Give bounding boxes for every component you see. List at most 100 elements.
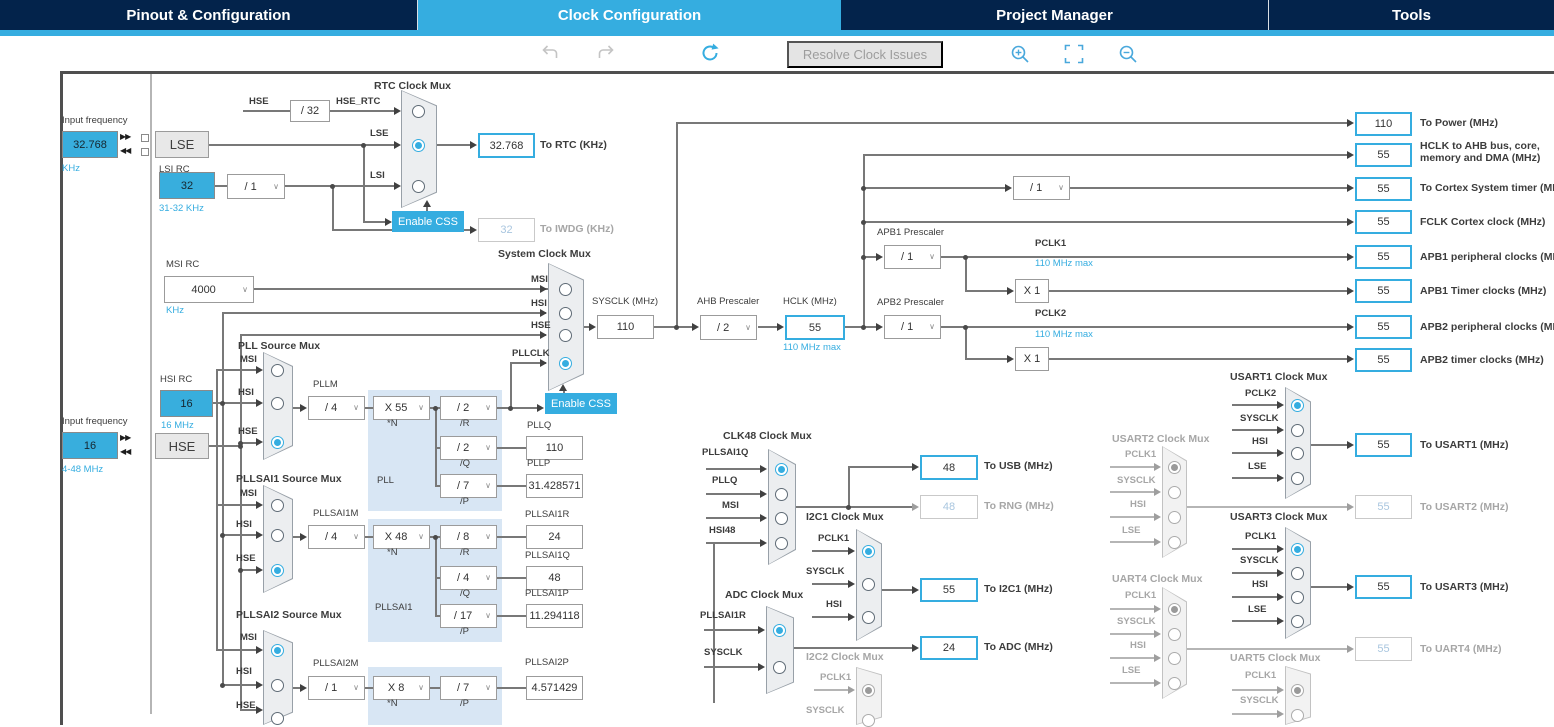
hclk-value[interactable]: 55 bbox=[785, 315, 845, 340]
usart1-clock-mux-option-3[interactable] bbox=[1291, 471, 1304, 485]
fit-screen-icon[interactable] bbox=[1064, 44, 1084, 64]
pllsai1-source-mux-option-2[interactable] bbox=[271, 563, 284, 577]
apb2-periph-value[interactable]: 55 bbox=[1355, 315, 1412, 339]
system-clock-mux-option-0[interactable] bbox=[559, 282, 572, 296]
pllsai1-source-mux-option-0[interactable] bbox=[271, 498, 284, 512]
to-rtc-value[interactable]: 32.768 bbox=[478, 133, 535, 158]
system-clock-mux-option-2[interactable] bbox=[559, 328, 572, 342]
usart3-clock-mux-option-0[interactable] bbox=[1291, 542, 1304, 556]
arrowhead-icon bbox=[1347, 355, 1354, 363]
pllsai2m-dropdown[interactable]: / 1∨ bbox=[308, 676, 365, 700]
plln-dropdown[interactable]: X 55∨ bbox=[373, 396, 430, 420]
pllr-dropdown[interactable]: / 2∨ bbox=[440, 396, 497, 420]
pllsai1r-dropdown[interactable]: / 8∨ bbox=[440, 525, 497, 549]
clk48-clock-mux-option-3[interactable] bbox=[775, 536, 788, 550]
adc-clock-mux-option-0[interactable] bbox=[773, 623, 786, 637]
pllm-dropdown[interactable]: / 4∨ bbox=[308, 396, 365, 420]
system-clock-mux-option-3[interactable] bbox=[559, 356, 572, 370]
refresh-icon[interactable] bbox=[699, 42, 721, 64]
ahb-prescaler-dropdown[interactable]: / 2∨ bbox=[700, 315, 757, 340]
apb1-timer-value[interactable]: 55 bbox=[1355, 279, 1412, 303]
pllsai2p-dropdown[interactable]: / 7∨ bbox=[440, 676, 497, 700]
system-clock-mux-option-1[interactable] bbox=[559, 306, 572, 320]
to-adc-value[interactable]: 24 bbox=[920, 636, 978, 660]
zoom-out-icon[interactable] bbox=[1118, 44, 1138, 64]
to-power-value[interactable]: 110 bbox=[1355, 112, 1412, 136]
arrowhead-icon bbox=[300, 533, 307, 541]
hsi-rc-value[interactable]: 16 bbox=[160, 390, 213, 417]
pllq-dropdown[interactable]: / 2∨ bbox=[440, 436, 497, 460]
cortex-timer-value[interactable]: 55 bbox=[1355, 177, 1412, 201]
usart3-clock-mux-option-3[interactable] bbox=[1291, 614, 1304, 628]
usart1-clock-mux-option-2[interactable] bbox=[1291, 446, 1304, 460]
tab-tools[interactable]: Tools bbox=[1269, 0, 1554, 30]
chevron-down-icon: ∨ bbox=[485, 683, 491, 692]
label-apb2-prescaler: APB2 Prescaler bbox=[877, 297, 945, 308]
pllsai2-source-mux-option-2[interactable] bbox=[271, 711, 284, 725]
pllsai1-source-mux-option-1[interactable] bbox=[271, 528, 284, 542]
arrowhead-icon bbox=[1347, 218, 1354, 226]
undo-icon[interactable] bbox=[540, 44, 560, 62]
pllsai2-source-mux-option-1[interactable] bbox=[271, 678, 284, 692]
usart1-clock-mux-option-0[interactable] bbox=[1291, 398, 1304, 412]
junction-dot bbox=[219, 532, 225, 538]
clk48-clock-mux-option-1[interactable] bbox=[775, 487, 788, 501]
rtc-clock-mux-option-1[interactable] bbox=[412, 138, 425, 152]
tab-project-manager[interactable]: Project Manager bbox=[841, 0, 1269, 30]
enable-css-rtc-button[interactable]: Enable CSS bbox=[392, 211, 464, 232]
pllsai1p-dropdown-value: / 17 bbox=[453, 610, 473, 622]
redo-icon[interactable] bbox=[596, 44, 616, 62]
to-usb-value[interactable]: 48 bbox=[920, 455, 978, 480]
pllsai2-source-mux-option-0[interactable] bbox=[271, 643, 284, 657]
lsi-rc-value[interactable]: 32 bbox=[159, 172, 215, 199]
hse-input-freq[interactable]: 16 bbox=[62, 432, 118, 459]
i2c1-clock-mux-option-0[interactable] bbox=[862, 544, 875, 558]
label-110-mhz-max: 110 MHz max bbox=[1035, 258, 1093, 269]
resolve-clock-issues-button[interactable]: Resolve Clock Issues bbox=[787, 41, 943, 68]
apb2-prescaler-dropdown[interactable]: / 1∨ bbox=[884, 315, 941, 339]
cortex-timer-prescaler-dropdown[interactable]: / 1∨ bbox=[1013, 176, 1070, 200]
pllsai1p-dropdown[interactable]: / 17∨ bbox=[440, 604, 497, 628]
pll-source-mux-option-2[interactable] bbox=[271, 435, 284, 449]
i2c1-clock-mux-option-2[interactable] bbox=[862, 610, 875, 624]
clk48-clock-mux-option-2[interactable] bbox=[775, 511, 788, 525]
rtc-clock-mux-option-0[interactable] bbox=[412, 104, 425, 118]
pll-source-mux-option-1[interactable] bbox=[271, 396, 284, 410]
lsi-prescaler-dropdown[interactable]: / 1∨ bbox=[227, 174, 285, 199]
usart3-clock-mux-option-2[interactable] bbox=[1291, 590, 1304, 604]
apb1-prescaler-dropdown[interactable]: / 1∨ bbox=[884, 245, 941, 269]
pllsai1n-dropdown[interactable]: X 48∨ bbox=[373, 525, 430, 549]
wire bbox=[965, 290, 1008, 292]
apb1-periph-value[interactable]: 55 bbox=[1355, 245, 1412, 269]
tab-pinout-configuration[interactable]: Pinout & Configuration bbox=[0, 0, 418, 30]
rtc-clock-mux-option-2[interactable] bbox=[412, 179, 425, 193]
to-usart3-value[interactable]: 55 bbox=[1355, 575, 1412, 599]
zoom-in-icon[interactable] bbox=[1010, 44, 1030, 64]
pllp-dropdown[interactable]: / 7∨ bbox=[440, 474, 497, 498]
adc-clock-mux-option-1[interactable] bbox=[773, 660, 786, 674]
to-usart1-value[interactable]: 55 bbox=[1355, 433, 1412, 457]
wire bbox=[1232, 596, 1278, 598]
apb2-timer-value[interactable]: 55 bbox=[1355, 348, 1412, 372]
lse-input-freq[interactable]: 32.768 bbox=[62, 131, 118, 158]
msi-rc-range-dropdown[interactable]: 4000∨ bbox=[164, 276, 254, 303]
tab-clock-configuration[interactable]: Clock Configuration bbox=[418, 0, 841, 30]
connector-handle bbox=[141, 148, 149, 156]
wire bbox=[812, 550, 850, 552]
wire bbox=[254, 288, 548, 290]
clk48-clock-mux-option-0[interactable] bbox=[775, 462, 788, 476]
enable-css-sys-button[interactable]: Enable CSS bbox=[545, 393, 617, 414]
i2c1-clock-mux-option-1[interactable] bbox=[862, 577, 875, 591]
fclk-value[interactable]: 55 bbox=[1355, 210, 1412, 234]
hclk-ahb-value[interactable]: 55 bbox=[1355, 143, 1412, 167]
wire bbox=[1110, 682, 1155, 684]
label-hse: HSE bbox=[236, 700, 256, 711]
pllsai1m-dropdown[interactable]: / 4∨ bbox=[308, 525, 365, 549]
usart3-clock-mux-option-1[interactable] bbox=[1291, 566, 1304, 580]
pllsai1q-dropdown[interactable]: / 4∨ bbox=[440, 566, 497, 590]
pll-source-mux-option-0[interactable] bbox=[271, 363, 284, 377]
wire bbox=[435, 537, 437, 616]
usart1-clock-mux-option-1[interactable] bbox=[1291, 423, 1304, 437]
pllsai2n-dropdown[interactable]: X 8∨ bbox=[373, 676, 430, 700]
to-i2c1-value[interactable]: 55 bbox=[920, 578, 978, 602]
